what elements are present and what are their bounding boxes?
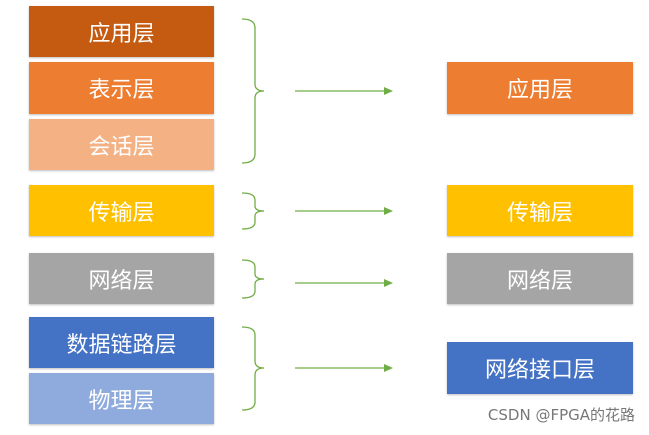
osi-layer-presentation-label: 表示层 (88, 78, 155, 103)
watermark: CSDN @FPGA的花路 (487, 406, 635, 424)
osi-layer-network-label: 网络层 (88, 268, 155, 294)
arrow-network-head (384, 279, 393, 287)
osi-layer-transport: 传输层 (29, 185, 214, 236)
osi-layer-presentation: 表示层 (29, 62, 214, 114)
tcpip-layer-application: 应用层 (447, 62, 633, 114)
osi-layer-physical: 物理层 (29, 373, 214, 424)
brace-transport (241, 192, 265, 230)
osi-layer-data-link-label: 数据链路层 (66, 332, 177, 358)
tcpip-layer-network-interface: 网络接口层 (447, 342, 633, 394)
tcpip-layer-transport-label: 传输层 (506, 200, 573, 226)
osi-layer-session: 会话层 (29, 119, 214, 170)
osi-layer-session-label: 会话层 (88, 134, 155, 160)
tcpip-layer-network-interface-label: 网络接口层 (484, 358, 595, 383)
arrow-application-head (384, 87, 393, 95)
arrow-transport-head (384, 207, 393, 215)
brace-upper-layers (241, 18, 265, 164)
osi-layer-application: 应用层 (29, 6, 214, 57)
tcpip-layer-network-label: 网络层 (506, 268, 573, 294)
tcpip-layer-application-label: 应用层 (506, 78, 573, 103)
arrow-network-interface-head (384, 364, 393, 372)
brace-network (241, 259, 265, 299)
tcpip-layer-transport: 传输层 (447, 185, 633, 236)
osi-layer-data-link: 数据链路层 (29, 317, 214, 368)
osi-layer-physical-label: 物理层 (88, 388, 155, 414)
osi-layer-transport-label: 传输层 (88, 200, 155, 226)
osi-layer-network: 网络层 (29, 253, 214, 304)
brace-lower-layers (241, 326, 265, 411)
tcpip-layer-network: 网络层 (447, 253, 633, 304)
osi-layer-application-label: 应用层 (88, 21, 155, 47)
